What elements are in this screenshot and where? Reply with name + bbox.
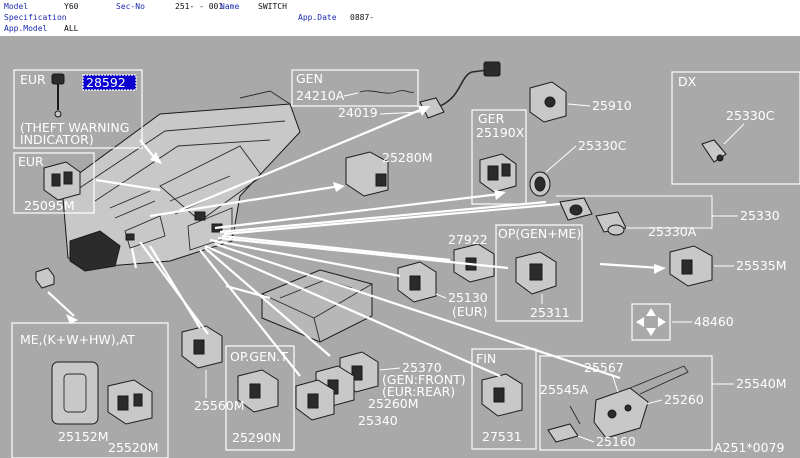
part-25330a[interactable]: 25330A	[648, 224, 697, 239]
part-25260m[interactable]: 25260M	[368, 396, 419, 411]
op-gen-me-box	[495, 224, 583, 322]
name-label: Name	[220, 2, 240, 11]
ger-box	[471, 109, 527, 205]
part-27531[interactable]: 27531	[482, 429, 522, 444]
blank-cover-25152m-icon	[51, 361, 99, 425]
combination-switch-icon	[547, 365, 689, 443]
eur-theft-caption-1: (THEFT WARNING	[20, 120, 129, 135]
wire-24210a-icon	[359, 90, 415, 94]
dx-box	[671, 71, 800, 185]
gen-top-box	[291, 69, 419, 107]
dx-title: DX	[678, 74, 697, 89]
selected-part-highlight[interactable]	[83, 75, 136, 90]
part-25535m[interactable]: 25535M	[736, 258, 787, 273]
eur-theft-title: EUR	[20, 72, 46, 87]
catalog-header: Model Y60 Sec-No 251- - 001 Name SWITCH …	[0, 0, 800, 36]
part-25520m[interactable]: 25520M	[108, 440, 159, 455]
part-27922[interactable]: 27922	[448, 232, 488, 247]
eur-theft-box	[13, 69, 143, 149]
eur-left-box	[13, 152, 95, 214]
fin-title: FIN	[476, 351, 496, 366]
part-25370-note-1: (GEN:FRONT)	[382, 372, 466, 387]
part-25567[interactable]: 25567	[584, 360, 624, 375]
fin-box	[471, 348, 537, 450]
switch-25095m-icon	[43, 161, 81, 201]
harness-24019-icon	[419, 61, 501, 119]
switch-25535m-icon	[669, 245, 713, 287]
selected-part-28592[interactable]: 28592	[86, 75, 126, 90]
part-25280m[interactable]: 25280M	[382, 150, 433, 165]
eur-theft-caption-2: INDICATOR)	[20, 132, 94, 147]
appdate-value: 0887-	[350, 13, 375, 22]
part-25910[interactable]: 25910	[592, 98, 632, 113]
socket-25330c-dx-icon	[701, 139, 727, 163]
part-25330c[interactable]: 25330C	[578, 138, 627, 153]
part-25540m[interactable]: 25540M	[736, 376, 787, 391]
part-25560m[interactable]: 25560M	[194, 398, 245, 413]
secno-label: Sec-No	[116, 2, 145, 11]
ring-25330c-icon	[529, 171, 551, 197]
me-box	[11, 322, 169, 458]
part-25095m[interactable]: 25095M	[24, 198, 75, 213]
appmodel-label: App.Model	[4, 24, 48, 33]
part-25160[interactable]: 25160	[596, 434, 636, 449]
parts-diagram: EUR 28592 (THEFT WARNING INDICATOR) EUR …	[11, 61, 800, 458]
lighter-socket-icon	[559, 197, 627, 236]
switch-25520m-icon	[107, 379, 153, 425]
switch-25311-icon	[515, 251, 557, 295]
part-25340[interactable]: 25340	[358, 413, 398, 428]
switch-25190x-icon	[479, 153, 517, 193]
eur-left-title: EUR	[18, 154, 44, 169]
appdate-label: App.Date	[298, 13, 337, 22]
secno-value: 251- - 001	[175, 2, 224, 11]
part-24019[interactable]: 24019	[338, 105, 378, 120]
arrow-pad-48460-icon	[631, 303, 671, 341]
op-gen-t-box	[225, 345, 295, 451]
switch-25910-icon	[529, 81, 567, 123]
op-gen-me-title: OP(GEN+ME)	[498, 226, 581, 241]
console-box-illustration	[261, 269, 373, 343]
part-25545a[interactable]: 25545A	[540, 382, 589, 397]
appmodel-value: ALL	[64, 24, 79, 33]
switch-25130-icon	[397, 261, 437, 303]
part-25370[interactable]: 25370	[402, 360, 442, 375]
part-25311[interactable]: 25311	[530, 305, 570, 320]
op-gen-t-title: OP.GEN.T	[230, 349, 288, 364]
part-24210a[interactable]: 24210A	[296, 88, 345, 103]
name-value: SWITCH	[258, 2, 287, 11]
part-25330c-dx[interactable]: 25330C	[726, 108, 775, 123]
model-value: Y60	[64, 2, 79, 11]
switch-25290n-icon	[237, 369, 279, 413]
switch-25280m-icon	[345, 151, 389, 197]
figure-id: A251*0079	[714, 440, 785, 455]
model-label: Model	[4, 2, 29, 11]
specification-label: Specification	[4, 13, 67, 22]
switch-25560m-icon	[181, 325, 223, 369]
part-25130[interactable]: 25130	[448, 290, 488, 305]
part-25290n[interactable]: 25290N	[232, 430, 281, 445]
switch-27531-icon	[481, 373, 523, 417]
theft-indicator-lamp-icon	[51, 73, 65, 118]
me-box-title: ME,(K+W+HW),AT	[20, 332, 135, 347]
part-48460[interactable]: 48460	[694, 314, 734, 329]
part-25260[interactable]: 25260	[664, 392, 704, 407]
part-25130-note: (EUR)	[452, 304, 488, 319]
leader-arrows	[47, 106, 666, 380]
gen-top-title: GEN	[296, 71, 323, 86]
parts-diagram-canvas[interactable]: EUR 28592 (THEFT WARNING INDICATOR) EUR …	[0, 36, 800, 458]
small-switch-icon	[35, 267, 55, 289]
ger-title: GER	[478, 111, 505, 126]
combination-switch-box	[539, 355, 713, 451]
switch-stack-icon	[295, 351, 379, 421]
part-25330[interactable]: 25330	[740, 208, 780, 223]
part-25190x[interactable]: 25190X	[476, 125, 525, 140]
part-25152m[interactable]: 25152M	[58, 429, 109, 444]
part-25370-note-2: (EUR:REAR)	[382, 384, 455, 399]
